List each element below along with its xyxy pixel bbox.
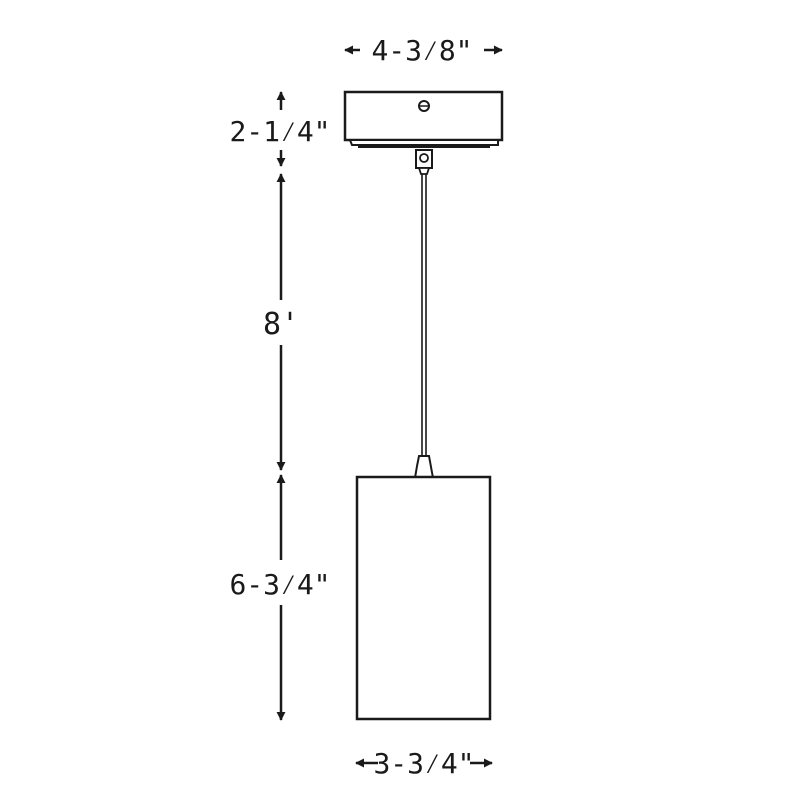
dimension-shade-height: 6-3⁄4" [229, 474, 331, 721]
canopy-base-plate [348, 139, 499, 146]
cylinder-shade [355, 475, 492, 721]
dimension-canopy-width: 4-3⁄8" [344, 34, 503, 67]
dimension-shade-width: 3-3⁄4" [355, 747, 493, 780]
canopy-width-label: 4-3⁄8" [371, 34, 472, 67]
canopy-body [343, 90, 504, 142]
cord-grip [415, 149, 433, 175]
canopy-height-label: 2-1⁄4" [229, 115, 330, 148]
shade-width-label: 3-3⁄4" [373, 747, 474, 780]
shade-height-label: 6-3⁄4" [229, 568, 330, 601]
suspension-cord [421, 174, 427, 456]
dimension-cord-length: 8' [263, 173, 299, 471]
canopy [343, 90, 504, 148]
cord-length-label: 8' [263, 307, 299, 342]
shade-strain-relief [413, 455, 435, 479]
dimension-canopy-height: 2-1⁄4" [229, 91, 331, 167]
